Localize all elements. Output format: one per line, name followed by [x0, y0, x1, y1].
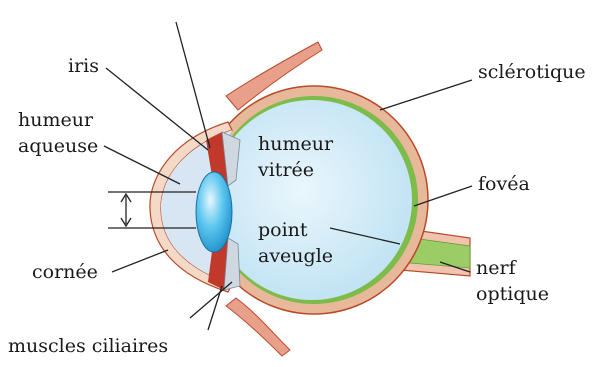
label-humeur-vitree: humeur — [258, 133, 334, 155]
label-point-aveugle: point — [258, 219, 308, 241]
label-point-aveugle: aveugle — [258, 245, 333, 267]
label-cornee: cornée — [32, 261, 98, 283]
label-nerf-optique: nerf — [476, 257, 518, 279]
label-fovea: fovéa — [478, 173, 530, 195]
vitreous-humor — [212, 100, 412, 300]
label-nerf-optique: optique — [476, 283, 549, 305]
label-humeur-aqueuse: humeur — [18, 109, 94, 131]
label-muscles-ciliaires: muscles ciliaires — [8, 335, 168, 357]
label-iris: iris — [68, 55, 99, 77]
label-sclerotique: sclérotique — [478, 61, 586, 83]
label-humeur-vitree: vitrée — [257, 159, 314, 181]
label-humeur-aqueuse: aqueuse — [18, 135, 98, 157]
lens — [196, 172, 232, 252]
